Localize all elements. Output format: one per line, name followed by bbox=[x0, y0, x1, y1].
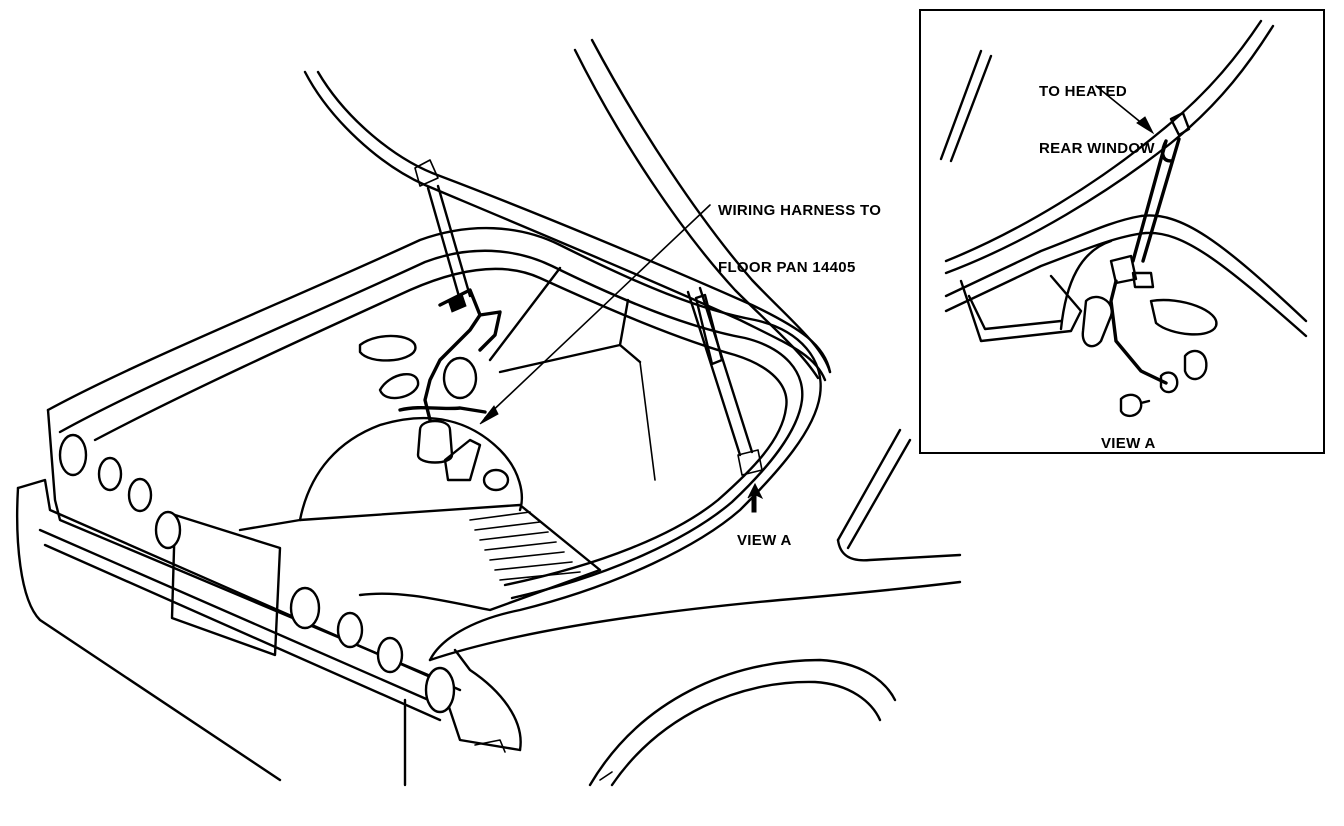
trunk-rim bbox=[46, 226, 822, 662]
wiring-harness-label-line1: WIRING HARNESS TO bbox=[718, 202, 882, 219]
inset-caption: VIEW A bbox=[1101, 435, 1156, 452]
wiring-harness bbox=[398, 288, 502, 422]
rear-fascia bbox=[15, 408, 522, 782]
view-a-inset: TO HEATED REAR WINDOW VIEW A bbox=[919, 9, 1325, 454]
heated-window-label: TO HEATED REAR WINDOW bbox=[1039, 44, 1155, 196]
view-a-callout: VIEW A bbox=[737, 532, 792, 549]
heated-window-label-line1: TO HEATED bbox=[1039, 83, 1127, 100]
trunk-interior bbox=[238, 266, 656, 612]
harness-leader bbox=[479, 204, 711, 425]
wiring-harness-label: WIRING HARNESS TO FLOOR PAN 14405 bbox=[718, 163, 881, 315]
wiring-harness-label-line2: FLOOR PAN 14405 bbox=[718, 259, 856, 276]
heated-window-label-line2: REAR WINDOW bbox=[1039, 140, 1155, 157]
quarter-panel bbox=[403, 428, 962, 787]
inset-illustration bbox=[939, 19, 1308, 418]
liftgate bbox=[303, 38, 832, 382]
gas-struts bbox=[426, 184, 764, 513]
